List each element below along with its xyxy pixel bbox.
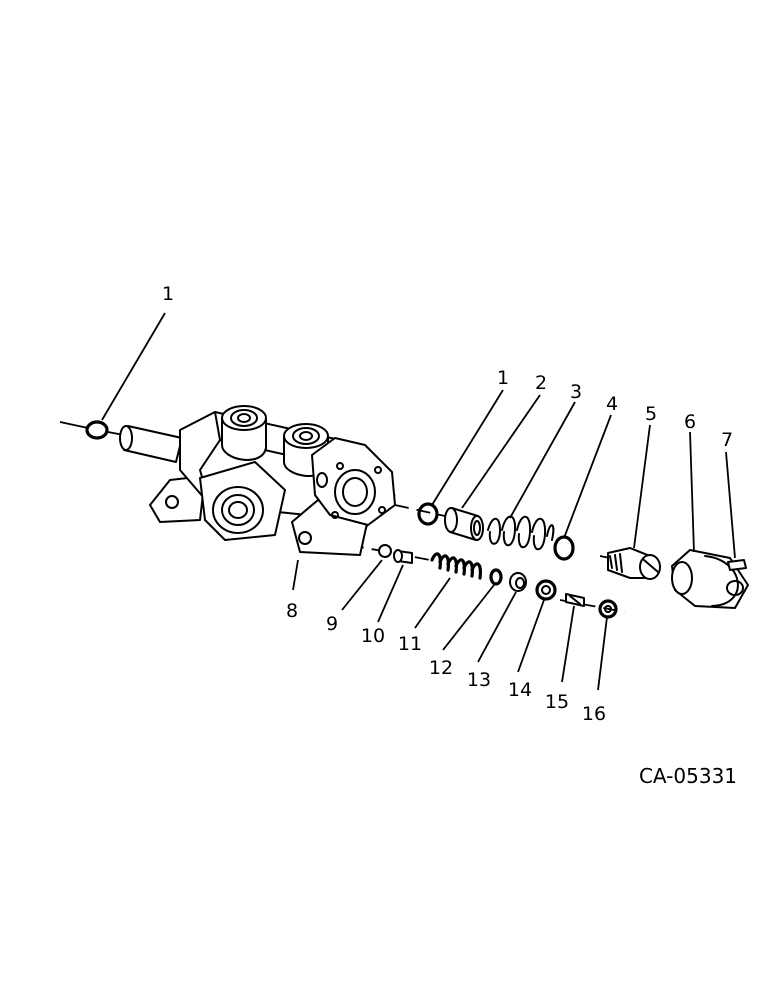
valve-body <box>119 405 396 556</box>
callout-11: 11 <box>398 633 422 655</box>
washer-part-4 <box>553 535 575 561</box>
callout-16: 16 <box>582 703 606 725</box>
callout-1-right: 1 <box>497 367 509 389</box>
callout-leaders <box>101 312 736 691</box>
seat-part-13 <box>509 572 527 592</box>
callout-13: 13 <box>467 669 491 691</box>
spring-part-3 <box>487 515 555 551</box>
callout-3: 3 <box>570 381 582 403</box>
spring-part-11 <box>430 552 482 580</box>
callout-4: 4 <box>606 393 618 415</box>
plunger-part-5 <box>607 547 661 580</box>
nut-part-14 <box>535 579 557 601</box>
callout-5: 5 <box>645 403 657 425</box>
screw-part-7 <box>727 559 747 571</box>
callout-12: 12 <box>429 657 453 679</box>
o-ring-right <box>417 502 439 526</box>
callout-15: 15 <box>545 691 569 713</box>
callout-7: 7 <box>721 429 733 451</box>
callout-10: 10 <box>361 625 385 647</box>
callout-9: 9 <box>326 613 338 635</box>
o-ring-left <box>85 420 109 440</box>
nut-part-16 <box>598 599 618 619</box>
callout-8: 8 <box>286 600 298 622</box>
pin-part-10 <box>393 549 413 564</box>
callout-14: 14 <box>508 679 532 701</box>
ball-part-9 <box>378 544 392 558</box>
callout-2: 2 <box>535 372 547 394</box>
callout-1-left: 1 <box>162 283 174 305</box>
drawing-code: CA-05331 <box>639 764 737 788</box>
callout-6: 6 <box>684 411 696 433</box>
o-ring-part-12 <box>489 568 503 586</box>
pin-part-15 <box>565 593 585 607</box>
sleeve-part-2 <box>444 507 484 541</box>
cap-part-6 <box>671 549 749 609</box>
